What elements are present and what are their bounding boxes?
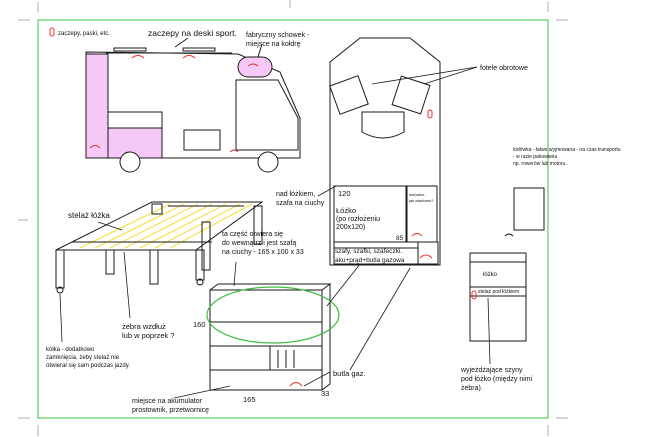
- wardrobe-label-2: do wewnątrz i jest szafą: [222, 240, 296, 247]
- ribs-label-1: żebra wzdłuż: [122, 322, 166, 331]
- small-fridge-label-1: lodówka -: [409, 192, 427, 197]
- above-bed-label-1: nad łóżkiem,: [276, 191, 315, 198]
- bed-label-2: (po rozłożeniu: [336, 216, 380, 223]
- page-frame: [37, 19, 549, 419]
- leader-rails: [487, 297, 491, 365]
- wardrobe-drawing: [209, 283, 332, 391]
- top-view-hook-2: [411, 233, 423, 237]
- top-view-hook-3: [419, 254, 433, 259]
- roof-hooks-label: zaczepy na deski sport.: [148, 28, 237, 38]
- under-bed-box: [469, 252, 527, 342]
- top-view-hook: [427, 109, 433, 119]
- leader-fabric-stash: [257, 43, 263, 58]
- crop-marks: [18, 0, 568, 436]
- fridge-label-2: - w razie pakowania: [513, 154, 557, 160]
- bed-label-1: Łóżko: [336, 206, 356, 215]
- leader-wheels: [59, 293, 63, 343]
- cabinets-label-2: aku+prąd+butla gazowa: [335, 257, 405, 264]
- battery-label-1: miejsce na akumulator: [132, 398, 203, 405]
- wardrobe-hook: [289, 382, 303, 387]
- rails-label-1: wyjeżdżające szyny: [460, 367, 523, 374]
- fridge-label-3: np. rowerów lub motoru..: [513, 161, 568, 167]
- wheels-label-2: zamknięcia, żeby stelaż nie: [46, 355, 120, 361]
- leader-roof-hooks: [174, 37, 189, 48]
- van-hooks: [89, 55, 259, 153]
- van-side-view: [85, 47, 301, 173]
- legend-note: zaczepy, paski, etc.: [58, 31, 110, 37]
- wheels-label-1: kółka - dodatkowo: [46, 347, 95, 353]
- battery-label-2: prostownik, przetwornicę: [132, 407, 209, 414]
- leader-wardrobe: [233, 261, 237, 287]
- bed-dim-side: 85: [396, 235, 404, 242]
- bed-frame-drawing: [55, 201, 264, 294]
- fabric-stash-label-1: fabryczny schowek -: [246, 32, 310, 39]
- small-fridge-label-2: jak wiadomo?: [408, 198, 434, 203]
- under-bed-label: stelaż pod łóżkiem: [478, 289, 519, 295]
- bed-frame-label: stelaż łóżka: [68, 211, 110, 220]
- leader-ribs: [123, 251, 131, 319]
- van-top-view: [329, 37, 441, 266]
- leader-bed-frame: [97, 221, 123, 231]
- bed-label-3: 200x120): [336, 224, 365, 231]
- wardrobe-label-1: ta część otwiera się: [222, 231, 283, 238]
- fridge-label-1: lodówka - łatwo wyjmowana - na czas tran…: [513, 147, 621, 153]
- dim-165: 165: [243, 395, 256, 404]
- rails-label-2: pod łóżko (między nimi: [461, 376, 533, 383]
- rails-label-3: żebra).: [461, 385, 483, 392]
- fridge-box: [513, 187, 545, 231]
- dim-160: 160: [193, 320, 206, 329]
- wardrobe-highlight: [206, 286, 340, 344]
- above-bed-label-2: szafa na ciuchy: [276, 200, 325, 207]
- wardrobe-label-3: na ciuchy - 165 x 100 x 33: [222, 249, 304, 256]
- cabinets-label-1: szafy, szafki, szafeczki.: [335, 248, 402, 255]
- wheels-label-3: otwierał się sam podczas jazdy.: [46, 363, 130, 369]
- hook-legend-icon: [49, 27, 55, 37]
- fabric-stash-label-2: miejsce na kołdrę: [246, 41, 301, 48]
- swivel-seats-label: fotele obrotowe: [480, 65, 528, 72]
- bed-dim-top: 120: [338, 189, 351, 198]
- box-fridge-label: łóżko: [483, 272, 498, 278]
- leader-battery: [173, 385, 231, 399]
- dim-33: 33: [321, 389, 329, 398]
- leaders-gas-cabinets: [303, 263, 411, 387]
- gas-bottle-label: butla gaz.: [333, 369, 366, 378]
- fridge-handle: [504, 233, 514, 237]
- leader-swivel-seats: [371, 66, 478, 85]
- leader-above-bed: [317, 185, 337, 197]
- ribs-label-2: lub w poprzek ?: [122, 331, 175, 340]
- under-bed-hook: [471, 290, 477, 300]
